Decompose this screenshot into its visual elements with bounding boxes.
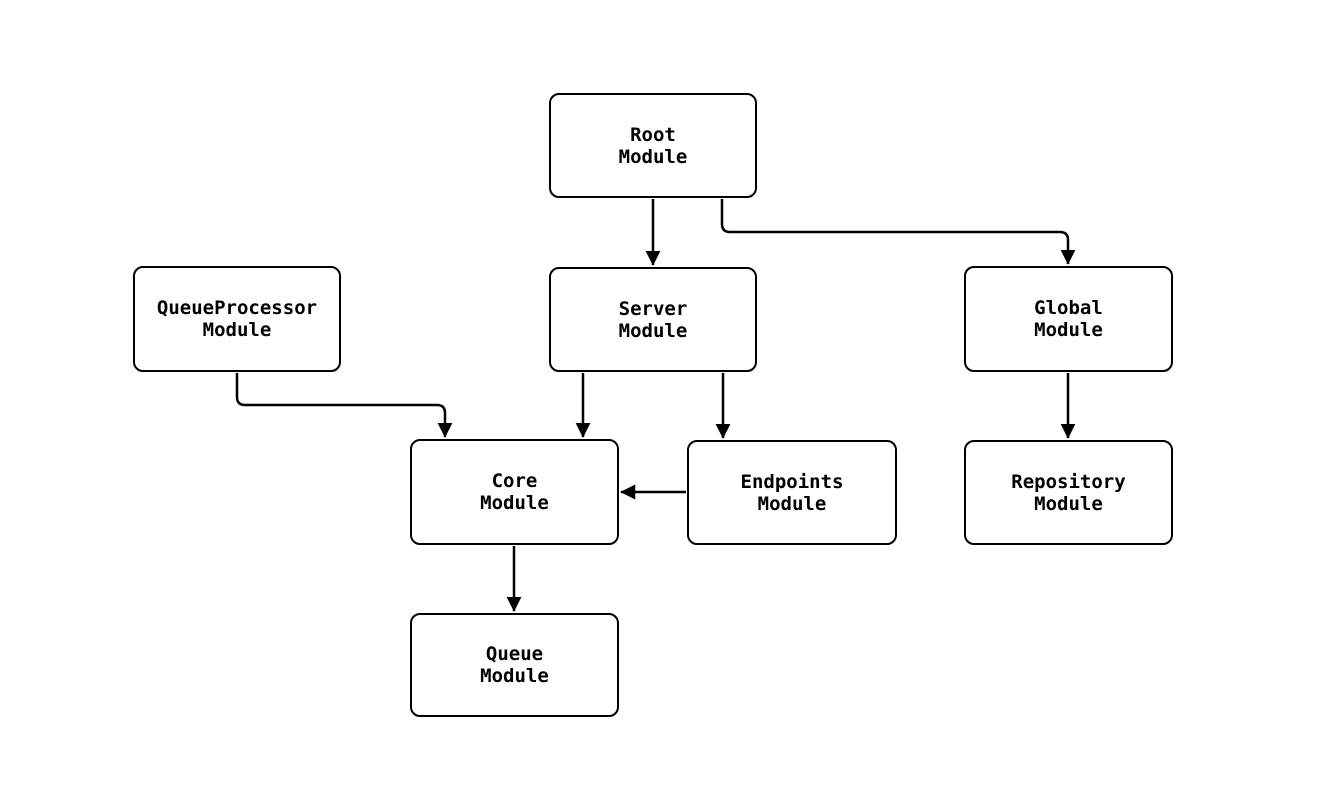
node-queueprocessor-module: QueueProcessor Module xyxy=(133,266,341,372)
node-server-module: Server Module xyxy=(549,267,757,372)
node-root-module: Root Module xyxy=(549,93,757,198)
node-endpoints-module: Endpoints Module xyxy=(687,440,897,545)
node-global-module: Global Module xyxy=(964,266,1173,372)
node-core-module: Core Module xyxy=(410,439,619,545)
node-repository-module: Repository Module xyxy=(964,440,1173,545)
edge-queueprocessor-module-to-core-module xyxy=(235,373,453,438)
edge-root-module-to-global-module xyxy=(720,199,1076,265)
node-queue-module: Queue Module xyxy=(410,613,619,717)
